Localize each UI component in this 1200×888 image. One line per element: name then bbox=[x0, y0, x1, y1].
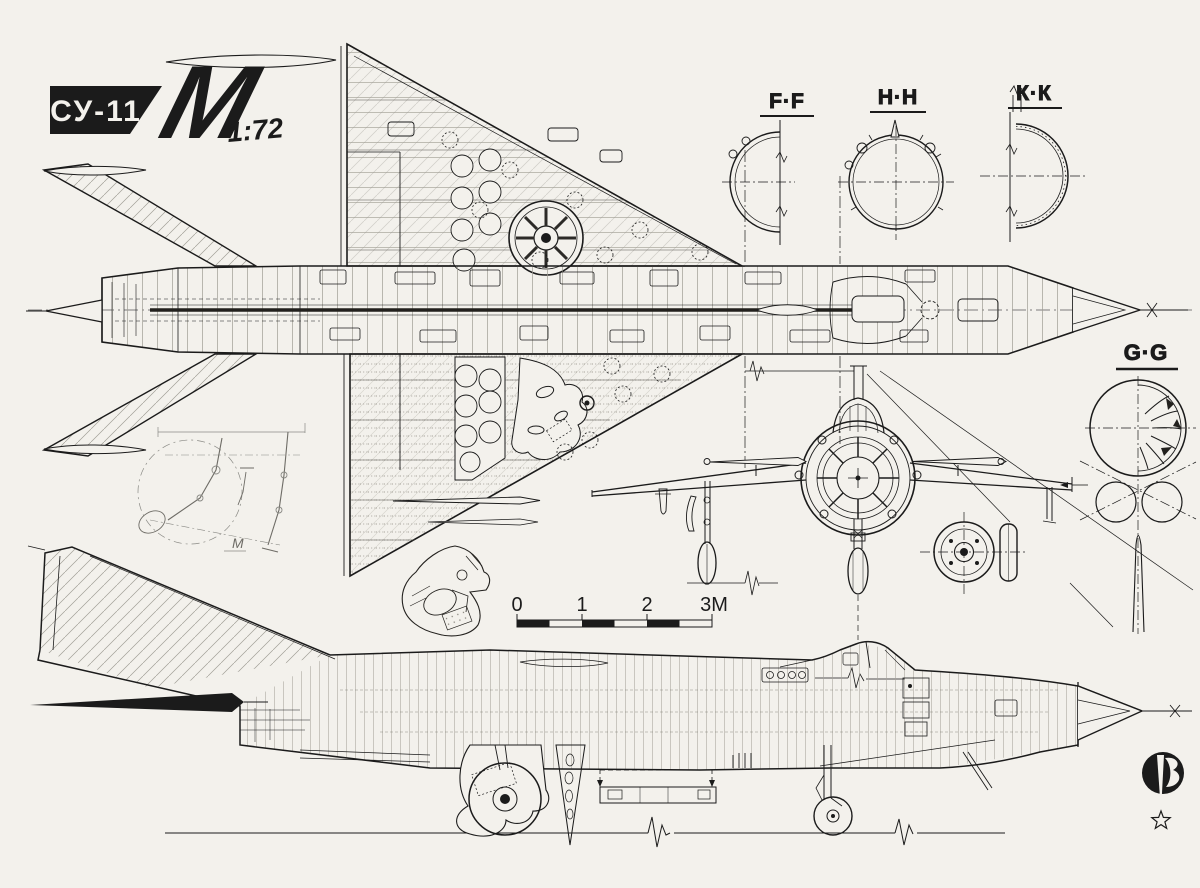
underwing-rail bbox=[392, 496, 541, 505]
wingtip-fairing bbox=[165, 54, 337, 69]
turbine-blades bbox=[1139, 395, 1182, 470]
plan-canopy bbox=[829, 275, 923, 345]
front-wings bbox=[591, 462, 1088, 497]
front-fuselage-rings bbox=[794, 420, 922, 542]
scale-tick-1: 1 bbox=[576, 594, 587, 616]
shock-cone bbox=[1077, 685, 1144, 741]
pitot-vanes bbox=[1146, 302, 1158, 318]
side-fin bbox=[27, 545, 336, 660]
tailplane-edge bbox=[30, 693, 244, 712]
scale-tick-0: 0 bbox=[511, 594, 522, 616]
exhaust-pipe-right bbox=[1141, 481, 1183, 523]
side-fuselage-top bbox=[329, 640, 1143, 712]
model-designation: СУ-11 bbox=[50, 95, 142, 128]
plan-fuselage bbox=[26, 150, 1188, 470]
fuselage-hatches bbox=[319, 269, 936, 343]
wing-access-panels bbox=[450, 148, 502, 272]
plan-view bbox=[26, 42, 1192, 578]
front-canopy bbox=[832, 397, 885, 434]
wheel-well-bay bbox=[511, 357, 595, 460]
publisher-logo bbox=[1142, 752, 1184, 830]
side-nose-gear bbox=[813, 745, 853, 836]
missile-rail bbox=[597, 769, 717, 804]
section-ff: F·F bbox=[722, 90, 814, 245]
section-gg-label: G·G bbox=[1124, 340, 1169, 365]
star-icon bbox=[1150, 809, 1172, 830]
front-fin-tip bbox=[850, 365, 867, 400]
plan-wing-upper bbox=[165, 42, 746, 276]
plan-wing-lower bbox=[343, 353, 746, 578]
gear-retraction-sketch: М bbox=[137, 423, 306, 553]
section-kk: К·К bbox=[980, 82, 1085, 242]
front-view bbox=[591, 360, 1194, 689]
ground-line bbox=[165, 816, 1005, 848]
front-landing-gear bbox=[655, 481, 1057, 689]
section-ff-label: F·F bbox=[769, 90, 805, 113]
stowed-wheel bbox=[508, 200, 584, 276]
section-kk-label: К·К bbox=[1016, 82, 1052, 105]
comet-tail bbox=[1157, 755, 1164, 812]
scale-bar: 0 1 2 3М bbox=[511, 594, 728, 628]
section-gg: G·G bbox=[1069, 340, 1197, 634]
scale-tick-3: 3М bbox=[700, 594, 728, 616]
wheel-detail bbox=[920, 512, 1026, 594]
side-details bbox=[299, 658, 1060, 791]
drawing-scale: 1:72 bbox=[226, 112, 285, 148]
plan-tailplanes bbox=[41, 163, 259, 457]
side-canopy bbox=[779, 641, 916, 671]
front-missiles bbox=[703, 457, 1008, 476]
section-hh: H·H bbox=[838, 86, 954, 240]
ejection-seat-detail bbox=[401, 545, 491, 637]
side-view bbox=[27, 545, 1192, 848]
section-hh-label: H·H bbox=[878, 86, 918, 109]
gear-detail-label: М bbox=[232, 535, 244, 551]
exhaust-pipe-left bbox=[1095, 481, 1137, 523]
title-banner bbox=[50, 86, 162, 134]
scale-tick-2: 2 bbox=[641, 594, 652, 616]
side-main-gear bbox=[456, 744, 586, 846]
ventral-blade-section bbox=[1132, 534, 1145, 633]
